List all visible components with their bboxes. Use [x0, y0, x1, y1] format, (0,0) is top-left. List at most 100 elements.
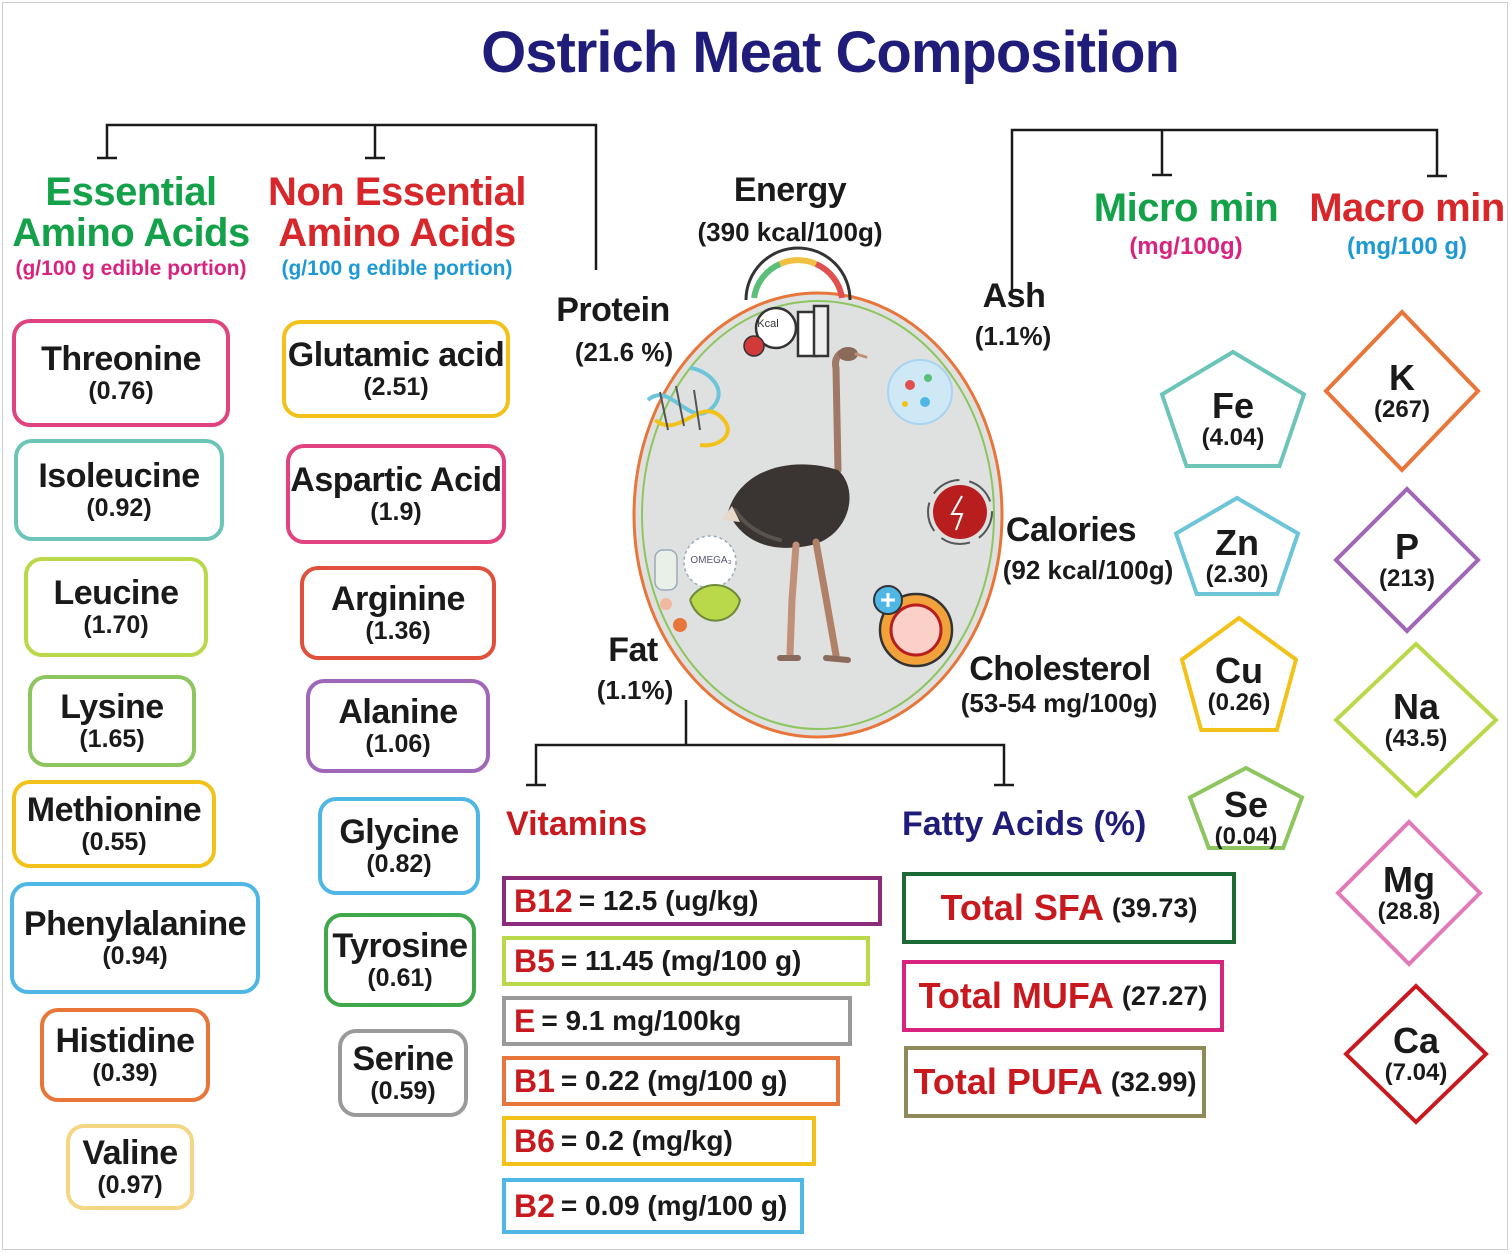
nonessential-value: (1.36)	[365, 616, 431, 645]
essential-name: Leucine	[53, 573, 179, 612]
essential-name: Methionine	[26, 790, 202, 829]
nonessential-box-tyrosine: Tyrosine(0.61)	[324, 913, 476, 1007]
vitamin-key: B1	[514, 1062, 555, 1099]
vitamin-key: B12	[514, 882, 573, 919]
essential-header-line1: Essential	[45, 170, 217, 214]
essential-value: (0.94)	[102, 941, 168, 970]
macro-min-subtitle: (mg/100 g)	[1346, 233, 1468, 260]
micro-min-header: Micro min	[1093, 186, 1279, 230]
fat-label: Fat	[608, 631, 658, 669]
micro-value: (2.30)	[1205, 560, 1269, 588]
macro-label: K(267)	[1322, 308, 1482, 474]
fatty-acid-value: (32.99)	[1110, 1066, 1197, 1097]
vitamin-key: E	[514, 1002, 536, 1039]
pentagon-outline	[1187, 765, 1305, 850]
vitamin-key: B6	[514, 1122, 555, 1159]
essential-box-isoleucine: Isoleucine(0.92)	[14, 439, 224, 541]
micro-value: (4.04)	[1201, 423, 1265, 451]
vitamin-box-b5: B5= 11.45 (mg/100 g)	[502, 936, 870, 986]
micro-symbol: Cu	[1215, 649, 1263, 691]
essential-value: (0.39)	[92, 1058, 158, 1087]
fatty-acid-box-total-mufa: Total MUFA(27.27)	[902, 960, 1224, 1032]
nonessential-value: (2.51)	[363, 372, 429, 401]
micro-symbol: Zn	[1215, 521, 1259, 563]
vitamin-key: B2	[514, 1187, 555, 1224]
macro-symbol: Ca	[1392, 1019, 1440, 1061]
cholesterol-value: (53-54 mg/100g)	[960, 688, 1158, 718]
essential-header: Essential Amino Acids	[0, 172, 262, 254]
diamond-outline	[1323, 309, 1481, 473]
essential-box-lysine: Lysine(1.65)	[28, 675, 196, 767]
macro-shape-p: P(213)	[1332, 485, 1482, 635]
micro-shape-fe: Fe(4.04)	[1158, 348, 1308, 470]
macro-symbol: Na	[1392, 685, 1440, 727]
fatty-acid-box-total-sfa: Total SFA(39.73)	[902, 872, 1236, 944]
diamond-outline	[1333, 486, 1481, 634]
cholesterol-artery-icon	[873, 585, 954, 668]
essential-box-threonine: Threonine(0.76)	[12, 319, 230, 427]
diamond-polygon	[1333, 486, 1481, 634]
energy-gauge-icon	[743, 246, 852, 358]
fatty-acids-header: Fatty Acids (%)	[902, 805, 1147, 843]
macro-value: (7.04)	[1384, 1058, 1448, 1086]
kcal-icon-label: Kcal	[757, 318, 779, 330]
macro-symbol: P	[1394, 525, 1419, 567]
protein-value: (21.6 %)	[574, 337, 674, 367]
fatty-acid-key: Total SFA	[940, 887, 1104, 928]
page-title: Ostrich Meat Composition	[481, 20, 1180, 85]
essential-value: (0.55)	[81, 827, 147, 856]
micro-symbol: Se	[1223, 783, 1269, 825]
nonessential-box-aspartic-acid: Aspartic Acid(1.9)	[286, 444, 506, 544]
macro-symbol: K	[1389, 356, 1415, 398]
essential-box-histidine: Histidine(0.39)	[40, 1008, 210, 1102]
vitamin-value: = 0.09 (mg/100 g)	[560, 1190, 788, 1221]
essential-name: Valine	[82, 1133, 178, 1172]
macro-symbol: Mg	[1383, 858, 1435, 900]
nonessential-name: Glycine	[339, 812, 459, 851]
nonessential-box-glutamic-acid: Glutamic acid(2.51)	[282, 320, 510, 418]
vitamin-key: B5	[514, 942, 555, 979]
molecule-bubble-icon	[887, 359, 953, 425]
macro-label: Ca(7.04)	[1342, 982, 1490, 1126]
macro-value: (213)	[1378, 564, 1436, 592]
vitamin-value: = 12.5 (ug/kg)	[578, 885, 759, 916]
micro-label: Fe(4.04)	[1158, 348, 1308, 480]
calories-flame-icon	[927, 479, 993, 545]
vitamin-value: = 0.22 (mg/100 g)	[560, 1065, 788, 1096]
pentagon-outline	[1159, 349, 1307, 468]
ash-label: Ash	[982, 277, 1046, 315]
essential-value: (0.76)	[88, 376, 154, 405]
omega3-icon-label: OMEGA₃	[690, 555, 732, 566]
nonessential-name: Alanine	[338, 692, 458, 731]
diamond-polygon	[1333, 641, 1499, 799]
diamond-outline	[1343, 983, 1489, 1125]
macro-min-header: Macro min	[1309, 186, 1505, 230]
fatty-acid-key: Total MUFA	[918, 975, 1114, 1016]
nonessential-value: (1.9)	[370, 497, 422, 526]
vitamin-box-b12: B12= 12.5 (ug/kg)	[502, 876, 882, 926]
omega3-icon	[654, 535, 742, 632]
ash-value: (1.1%)	[974, 321, 1052, 351]
micro-label: Zn(2.30)	[1172, 494, 1302, 608]
nonessential-name: Aspartic Acid	[290, 460, 502, 499]
pentagon-polygon	[1187, 765, 1305, 850]
essential-name: Isoleucine	[38, 456, 200, 495]
macro-shape-ca: Ca(7.04)	[1342, 982, 1490, 1126]
essential-box-phenylalanine: Phenylalanine(0.94)	[10, 882, 260, 994]
essential-name: Histidine	[55, 1021, 195, 1060]
macro-label: P(213)	[1332, 485, 1482, 635]
vitamin-box-b6: B6= 0.2 (mg/kg)	[502, 1116, 816, 1166]
micro-label: Cu(0.26)	[1178, 614, 1300, 744]
vitamin-box-b2: B2= 0.09 (mg/100 g)	[502, 1178, 804, 1234]
nonessential-value: (0.61)	[367, 963, 433, 992]
fatty-acid-value: (39.73)	[1111, 892, 1198, 923]
essential-value: (0.92)	[86, 493, 152, 522]
micro-symbol: Fe	[1211, 384, 1254, 426]
calories-label: Calories	[1005, 511, 1137, 549]
fatty-acid-box-total-pufa: Total PUFA(32.99)	[904, 1046, 1206, 1118]
nonessential-name: Tyrosine	[332, 926, 468, 965]
vitamin-box-b1: B1= 0.22 (mg/100 g)	[502, 1056, 840, 1106]
